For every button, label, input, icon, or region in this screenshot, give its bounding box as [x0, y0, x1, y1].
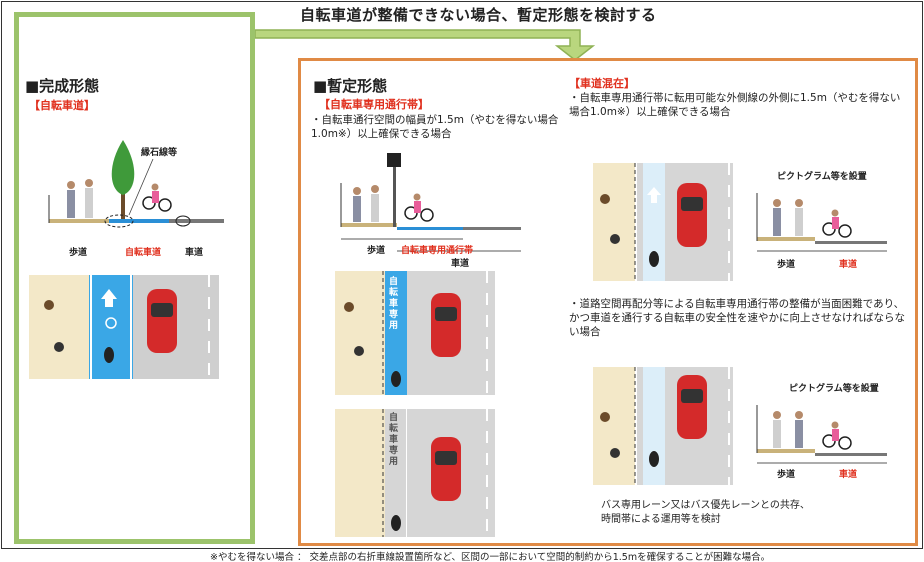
mixed-roadway-label-2: 車道	[839, 470, 858, 480]
curb-label: 縁石線等	[141, 148, 178, 158]
mixed-cross-section-2	[756, 405, 887, 464]
mixed-note-2: ・道路空間再配分等による自転車専用通行帯の整備が当面困難であり、かつ車道を通行す…	[569, 298, 905, 338]
pl-roadway-label: 車道	[451, 259, 470, 269]
bikeway-cross-section	[48, 140, 224, 228]
sidewalk-label: 歩道	[69, 248, 88, 258]
mixed-traffic-heading: 【車道混在】	[569, 77, 635, 90]
roadway-label: 車道	[185, 248, 204, 258]
pictogram-label-2: ピクトグラム等を設置	[789, 384, 879, 394]
bike-lane-plan-views	[335, 271, 495, 537]
mixed-plan-view-1	[593, 163, 733, 281]
bikeway-plan-view	[29, 275, 219, 379]
bikeway-subheading: 【自転車道】	[29, 99, 95, 112]
mixed-sidewalk-label-2: 歩道	[777, 470, 796, 480]
bike-lane-marking-bottom: 自転車専用	[389, 413, 399, 467]
mixed-cross-section-1	[756, 193, 887, 252]
mixed-plan-view-2	[593, 367, 733, 485]
completed-form-panel: ■完成形態 【自転車道】 縁石線等 歩道 自転車道 車道	[14, 12, 255, 544]
mixed-note-1: ・自転車専用通行帯に転用可能な外側線の外側に1.5m（やむを得ない場合1.0m※…	[569, 92, 901, 118]
mixed-sidewalk-label-1: 歩道	[777, 260, 796, 270]
completed-form-heading: ■完成形態	[25, 77, 100, 95]
footnote: ※やむを得ない場合 ： 交差点部の右折車線設置箇所など、区間の一部において空間的…	[210, 552, 771, 562]
bike-lane-cross-section	[340, 153, 521, 252]
provisional-form-panel: ■暫定形態 【自転車専用通行帯】 ・自転車通行空間の幅員が1.5m（やむを得ない…	[298, 58, 918, 546]
bike-lane-marking-top: 自転車専用	[389, 277, 399, 331]
pl-lane-label: 自転車専用通行帯	[401, 246, 474, 256]
bike-lane-note: ・自転車通行空間の幅員が1.5m（やむを得ない場合1.0m※）以上確保できる場合	[311, 114, 559, 140]
provisional-heading: ■暫定形態	[313, 77, 388, 95]
bus-lane-note: バス専用レーン又はバス優先レーンとの共存、時間帯による運用等を検討	[601, 500, 810, 525]
pictogram-label-1: ピクトグラム等を設置	[777, 172, 867, 182]
bike-lane-subheading: 【自転車専用通行帯】	[319, 98, 429, 111]
bikeway-label: 自転車道	[125, 248, 162, 258]
flow-arrow	[254, 29, 596, 61]
pl-sidewalk-label: 歩道	[367, 246, 386, 256]
page-title: 自転車道が整備できない場合、暫定形態を検討する	[300, 6, 657, 24]
mixed-roadway-label-1: 車道	[839, 260, 858, 270]
